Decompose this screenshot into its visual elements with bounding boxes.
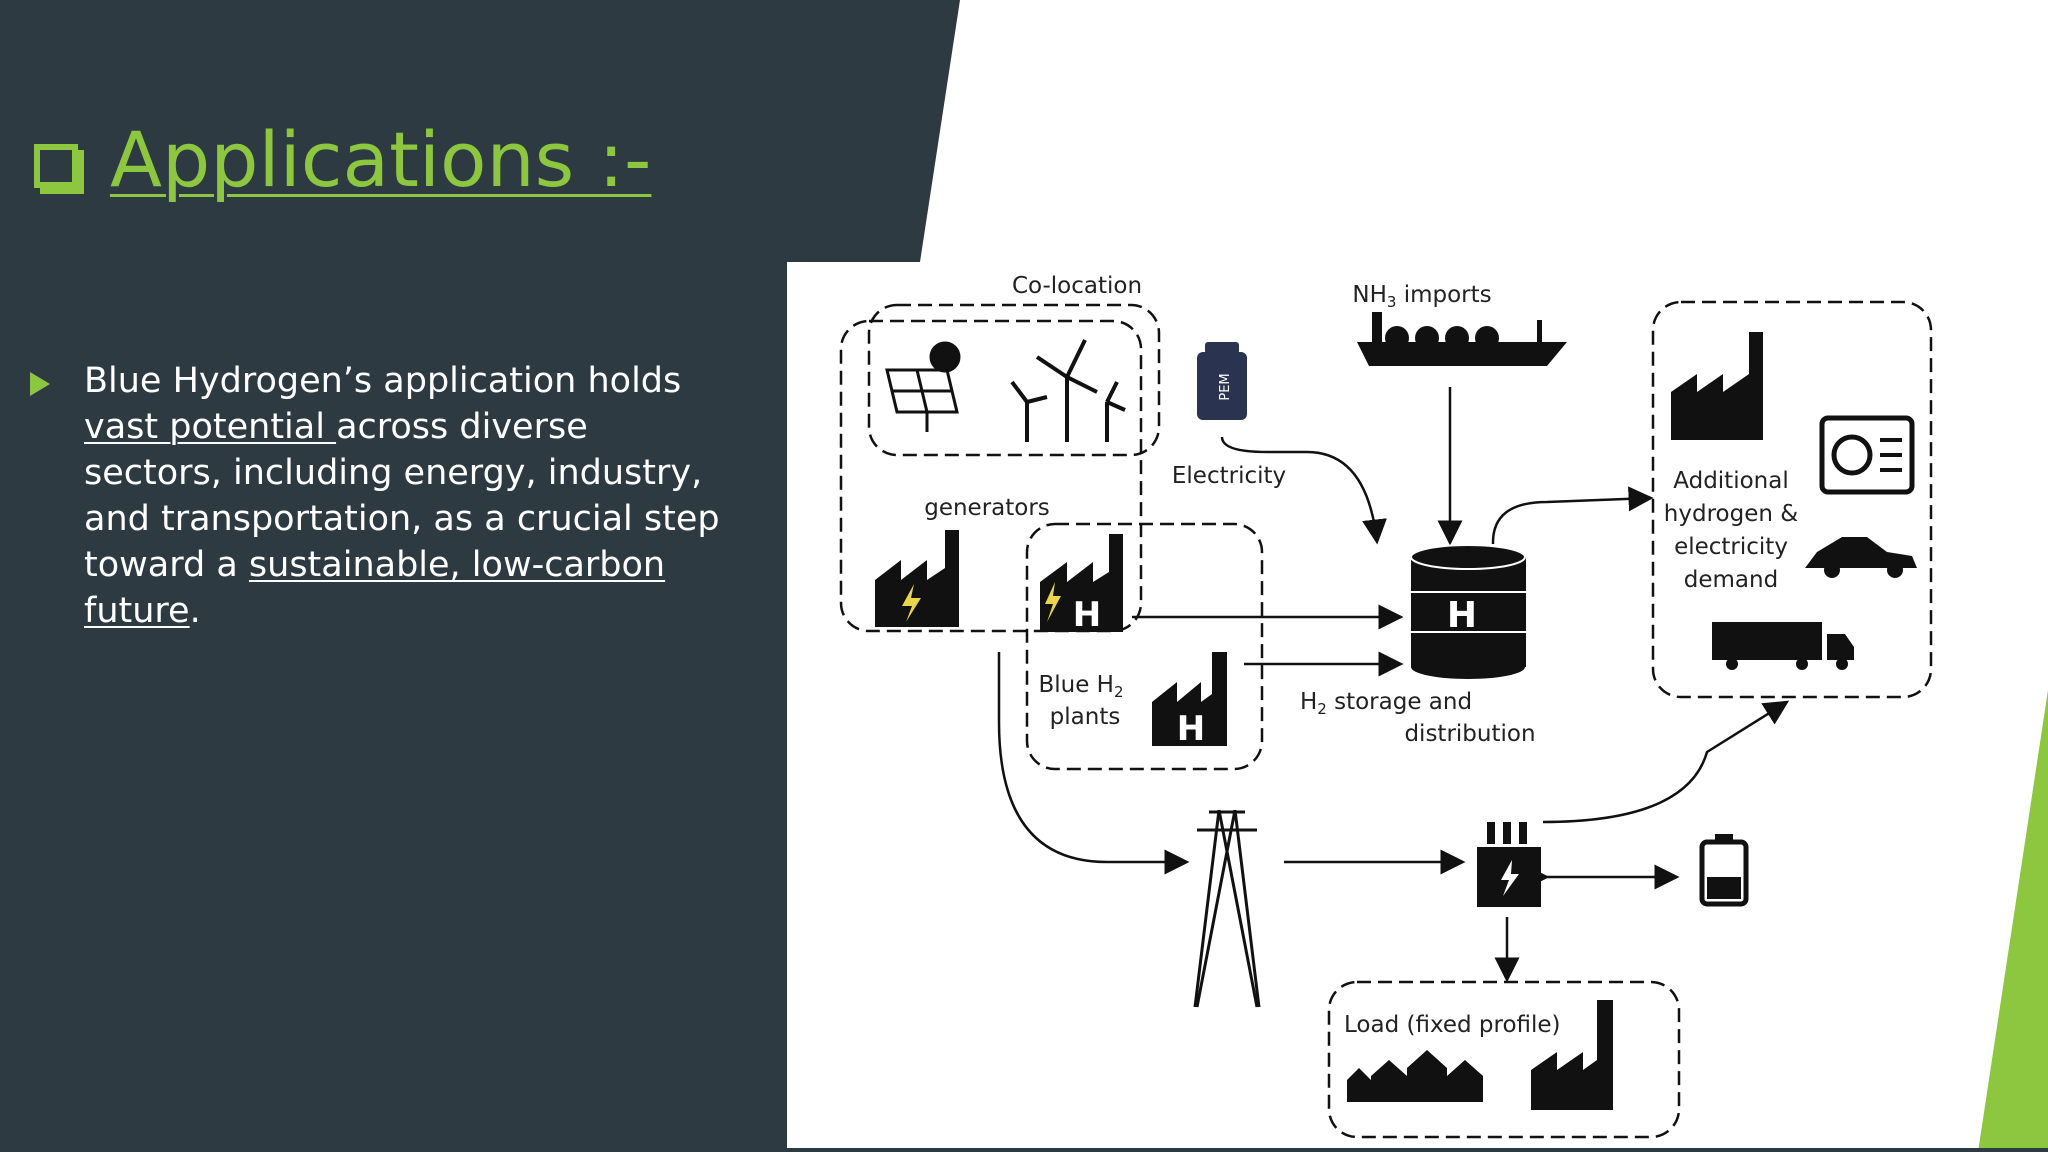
underlined-sustainable-future: sustainable, low-carbon future bbox=[84, 545, 666, 631]
slide-title: Applications :- bbox=[110, 115, 652, 204]
storage-to-demand-arrow bbox=[1491, 486, 1654, 545]
bullet-mid: across diverse sectors, including energy… bbox=[84, 407, 720, 585]
bullet-arrow-icon bbox=[30, 372, 50, 396]
car-icon bbox=[1805, 537, 1917, 578]
blue-h2-plants-label-2: plants bbox=[1050, 704, 1121, 730]
electricity-generators-label-1: Electricity bbox=[1172, 463, 1286, 489]
demand-label-1: Additional bbox=[1673, 468, 1788, 494]
co-location-label: Co-location bbox=[1012, 273, 1142, 299]
storage-tank-icon: H bbox=[1410, 544, 1526, 679]
blue-h2-factory-icon: H bbox=[1040, 534, 1123, 635]
storage-label-1: H2 storage and bbox=[1300, 689, 1472, 718]
houses-icon bbox=[1347, 1050, 1483, 1102]
electricity-generators-label-2: generators bbox=[924, 495, 1050, 521]
truck-icon bbox=[1712, 622, 1854, 670]
svg-text:H: H bbox=[1177, 709, 1205, 749]
ship-icon bbox=[1357, 312, 1567, 366]
checkbox-icon bbox=[30, 140, 84, 194]
storage-label-2: distribution bbox=[1404, 721, 1535, 747]
substation-to-demand-arrow bbox=[1542, 700, 1790, 824]
svg-text:H: H bbox=[1073, 595, 1101, 635]
nh3-imports-label: NH3 imports bbox=[1352, 282, 1491, 311]
slide-title-group: Applications :- bbox=[30, 122, 651, 198]
load-box bbox=[1327, 980, 1681, 1139]
electricity-generators-box bbox=[839, 319, 1143, 633]
battery-icon bbox=[1699, 834, 1749, 907]
h2-factory-icon: H bbox=[1152, 652, 1227, 749]
transmission-tower-icon bbox=[1193, 809, 1261, 1008]
blue-h2-plants-box bbox=[1025, 522, 1264, 771]
svg-text:PEM: PEM bbox=[1218, 373, 1233, 400]
bullet-lead: Blue Hydrogen’s application holds bbox=[84, 361, 682, 401]
bullet-text: Blue Hydrogen’s application holds vast p… bbox=[84, 358, 724, 634]
blue-h2-plants-label-1: Blue H2 bbox=[1038, 672, 1123, 701]
co-location-box bbox=[867, 303, 1161, 457]
bullet-end: . bbox=[189, 591, 201, 631]
factory-icon bbox=[1671, 332, 1763, 440]
load-label: Load (fixed profile) bbox=[1344, 1012, 1561, 1038]
hydrogen-system-diagram: Co-location Electricity generators Blue … bbox=[839, 273, 1933, 1139]
substation-icon bbox=[1477, 822, 1541, 907]
generators-to-grid-arrow bbox=[997, 652, 1190, 875]
pem-electrolyzer-icon: PEM bbox=[1197, 342, 1247, 420]
pem-to-storage-arrow bbox=[1220, 436, 1387, 545]
demand-label-2: hydrogen & bbox=[1664, 501, 1798, 527]
power-plant-icon bbox=[875, 530, 959, 627]
solar-panel-icon bbox=[885, 341, 961, 432]
wind-turbine-icon bbox=[1010, 339, 1126, 442]
load-factory-icon bbox=[1531, 1000, 1613, 1110]
demand-label-4: demand bbox=[1684, 567, 1778, 593]
svg-text:H: H bbox=[1447, 595, 1477, 636]
air-conditioner-icon bbox=[1819, 415, 1915, 495]
underlined-vast-potential: vast potential bbox=[84, 407, 337, 447]
demand-label-3: electricity bbox=[1674, 534, 1788, 560]
